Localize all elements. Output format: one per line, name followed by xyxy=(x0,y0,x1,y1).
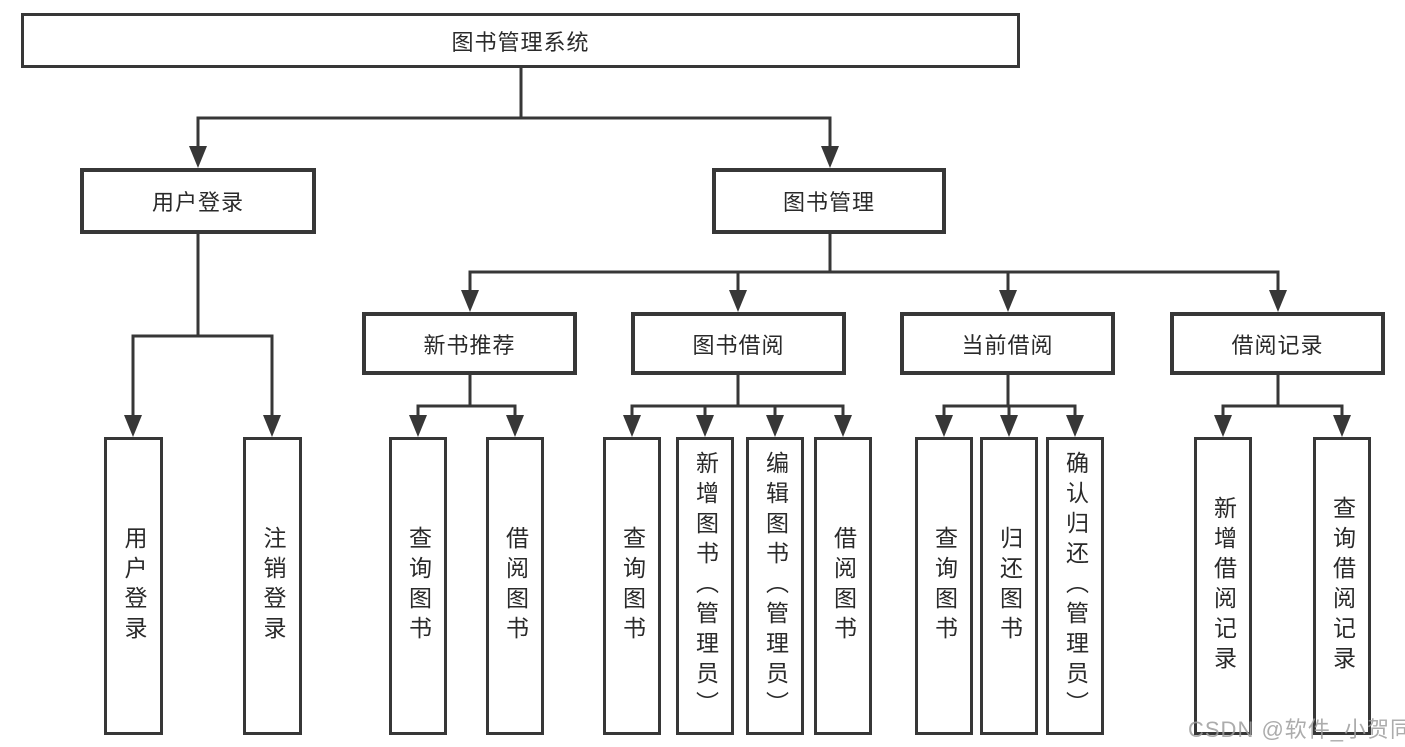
node-add-borrow-record: 新增借阅记录 xyxy=(1194,437,1252,735)
node-label: 借阅记录 xyxy=(1231,332,1324,358)
node-book-management: 图书管理 xyxy=(712,168,946,234)
watermark: CSDN @软件_小贺同学 xyxy=(1188,717,1405,742)
node-query-borrow-record: 查询借阅记录 xyxy=(1313,437,1371,735)
node-label: 注销登录 xyxy=(260,526,286,646)
node-label: 确认归还（管理员） xyxy=(1062,451,1089,721)
node-label: 编辑图书（管理员） xyxy=(762,451,789,721)
node-label: 新增借阅记录 xyxy=(1210,496,1237,676)
node-login-action: 用户登录 xyxy=(104,437,163,735)
node-label: 用户登录 xyxy=(151,190,244,215)
node-label: 图书管理系统 xyxy=(451,29,590,55)
node-book-borrowing: 图书借阅 xyxy=(631,312,846,375)
node-current-borrowing: 当前借阅 xyxy=(900,312,1115,375)
node-label: 图书管理 xyxy=(782,190,875,215)
node-user-login: 用户登录 xyxy=(80,168,316,234)
node-label: 查询图书 xyxy=(405,526,432,646)
node-borrowing-records: 借阅记录 xyxy=(1170,312,1385,375)
node-label: 新书推荐 xyxy=(423,332,516,358)
node-query-books-borrow: 查询图书 xyxy=(603,437,661,735)
node-borrow-books-action: 借阅图书 xyxy=(814,437,872,735)
node-root: 图书管理系统 xyxy=(21,13,1020,68)
node-confirm-return-admin: 确认归还（管理员） xyxy=(1046,437,1104,735)
node-label: 图书借阅 xyxy=(692,332,785,358)
node-label: 归还图书 xyxy=(996,526,1023,646)
node-query-books-recommend: 查询图书 xyxy=(389,437,447,735)
node-label: 查询借阅记录 xyxy=(1329,496,1356,676)
node-logout-action: 注销登录 xyxy=(243,437,302,735)
node-label: 查询图书 xyxy=(619,526,646,646)
node-return-books: 归还图书 xyxy=(980,437,1038,735)
node-add-books-admin: 新增图书（管理员） xyxy=(676,437,734,735)
node-label: 新增图书（管理员） xyxy=(692,451,719,721)
node-label: 查询图书 xyxy=(931,526,958,646)
node-edit-books-admin: 编辑图书（管理员） xyxy=(746,437,804,735)
node-borrow-books-recommend: 借阅图书 xyxy=(486,437,544,735)
node-label: 借阅图书 xyxy=(502,526,529,646)
node-label: 当前借阅 xyxy=(961,332,1054,358)
node-label: 借阅图书 xyxy=(830,526,857,646)
node-new-book-recommend: 新书推荐 xyxy=(362,312,577,375)
node-query-books-current: 查询图书 xyxy=(915,437,973,735)
node-label: 用户登录 xyxy=(121,526,147,646)
